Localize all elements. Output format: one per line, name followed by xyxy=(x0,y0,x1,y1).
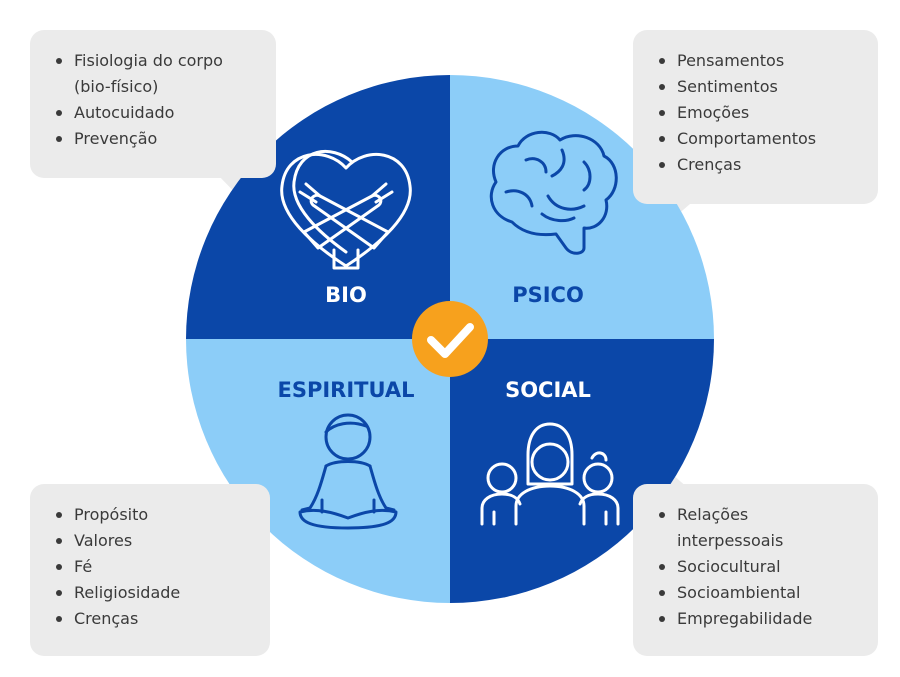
list-item: Empregabilidade xyxy=(655,606,858,632)
quadrant-espiritual xyxy=(186,339,450,603)
checkmark-icon xyxy=(427,323,474,358)
quadrant-label-social: SOCIAL xyxy=(505,378,591,402)
list-item: Comportamentos xyxy=(655,126,858,152)
list-item: Pensamentos xyxy=(655,48,858,74)
brain-icon xyxy=(489,130,618,255)
list-item: Valores xyxy=(52,528,250,554)
callout-psico: Pensamentos Sentimentos Emoções Comporta… xyxy=(633,30,878,204)
list-item: Sentimentos xyxy=(655,74,858,100)
meditation-icon xyxy=(298,413,398,530)
callout-espiritual: Propósito Valores Fé Religiosidade Crenç… xyxy=(30,484,270,656)
list-item: Prevenção xyxy=(52,126,256,152)
quadrant-label-espiritual: ESPIRITUAL xyxy=(277,378,414,402)
callout-bio: Fisiologia do corpo (bio-físico) Autocui… xyxy=(30,30,276,178)
quadrant-social xyxy=(450,339,714,603)
list-item: Crenças xyxy=(52,606,250,632)
list-item: Sociocultural xyxy=(655,554,858,580)
list-item: Emoções xyxy=(655,100,858,126)
list-item: Crenças xyxy=(655,152,858,178)
list-item: Propósito xyxy=(52,502,250,528)
quadrant-label-psico: PSICO xyxy=(512,283,584,307)
center-badge xyxy=(412,301,488,377)
list-item: Relações interpessoais xyxy=(655,502,858,554)
list-item: Autocuidado xyxy=(52,100,256,126)
callout-social: Relações interpessoais Sociocultural Soc… xyxy=(633,484,878,656)
list-item: Socioambiental xyxy=(655,580,858,606)
people-group-icon xyxy=(480,422,620,526)
quadrant-label-bio: BIO xyxy=(325,283,367,307)
heart-hug-icon xyxy=(280,149,412,270)
list-item: Fisiologia do corpo (bio-físico) xyxy=(52,48,256,100)
list-item: Religiosidade xyxy=(52,580,250,606)
list-item: Fé xyxy=(52,554,250,580)
